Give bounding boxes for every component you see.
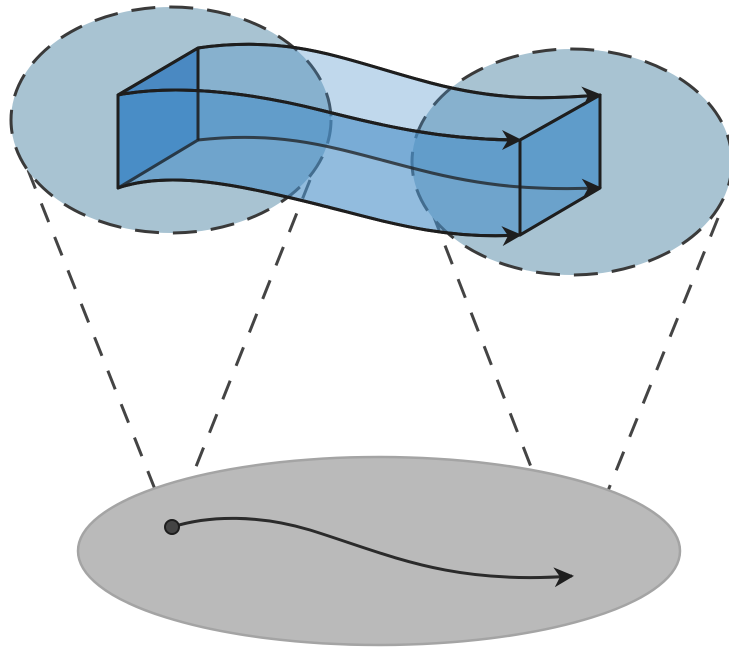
tube-edge-left-top-diag [117, 46, 199, 97]
tube-edge-right-bottom-diag [519, 186, 601, 237]
projection-line-left-outer [26, 169, 172, 528]
tube-edge-right-top-diag [519, 93, 601, 142]
tube-edge-top-front [117, 88, 522, 150]
tube-edge-bottom-back [197, 135, 602, 199]
tube-edge-left-bottom-diag [117, 138, 199, 190]
base-curve [171, 516, 574, 588]
projection-line-left-inner [170, 179, 312, 528]
projection-line-right-outer [572, 217, 720, 576]
start-point-icon [164, 519, 180, 535]
tube-edge-top-back [197, 42, 602, 107]
base-ellipse [76, 455, 682, 647]
tube-edge-bottom-front [117, 178, 522, 247]
tube-edges [116, 42, 602, 247]
